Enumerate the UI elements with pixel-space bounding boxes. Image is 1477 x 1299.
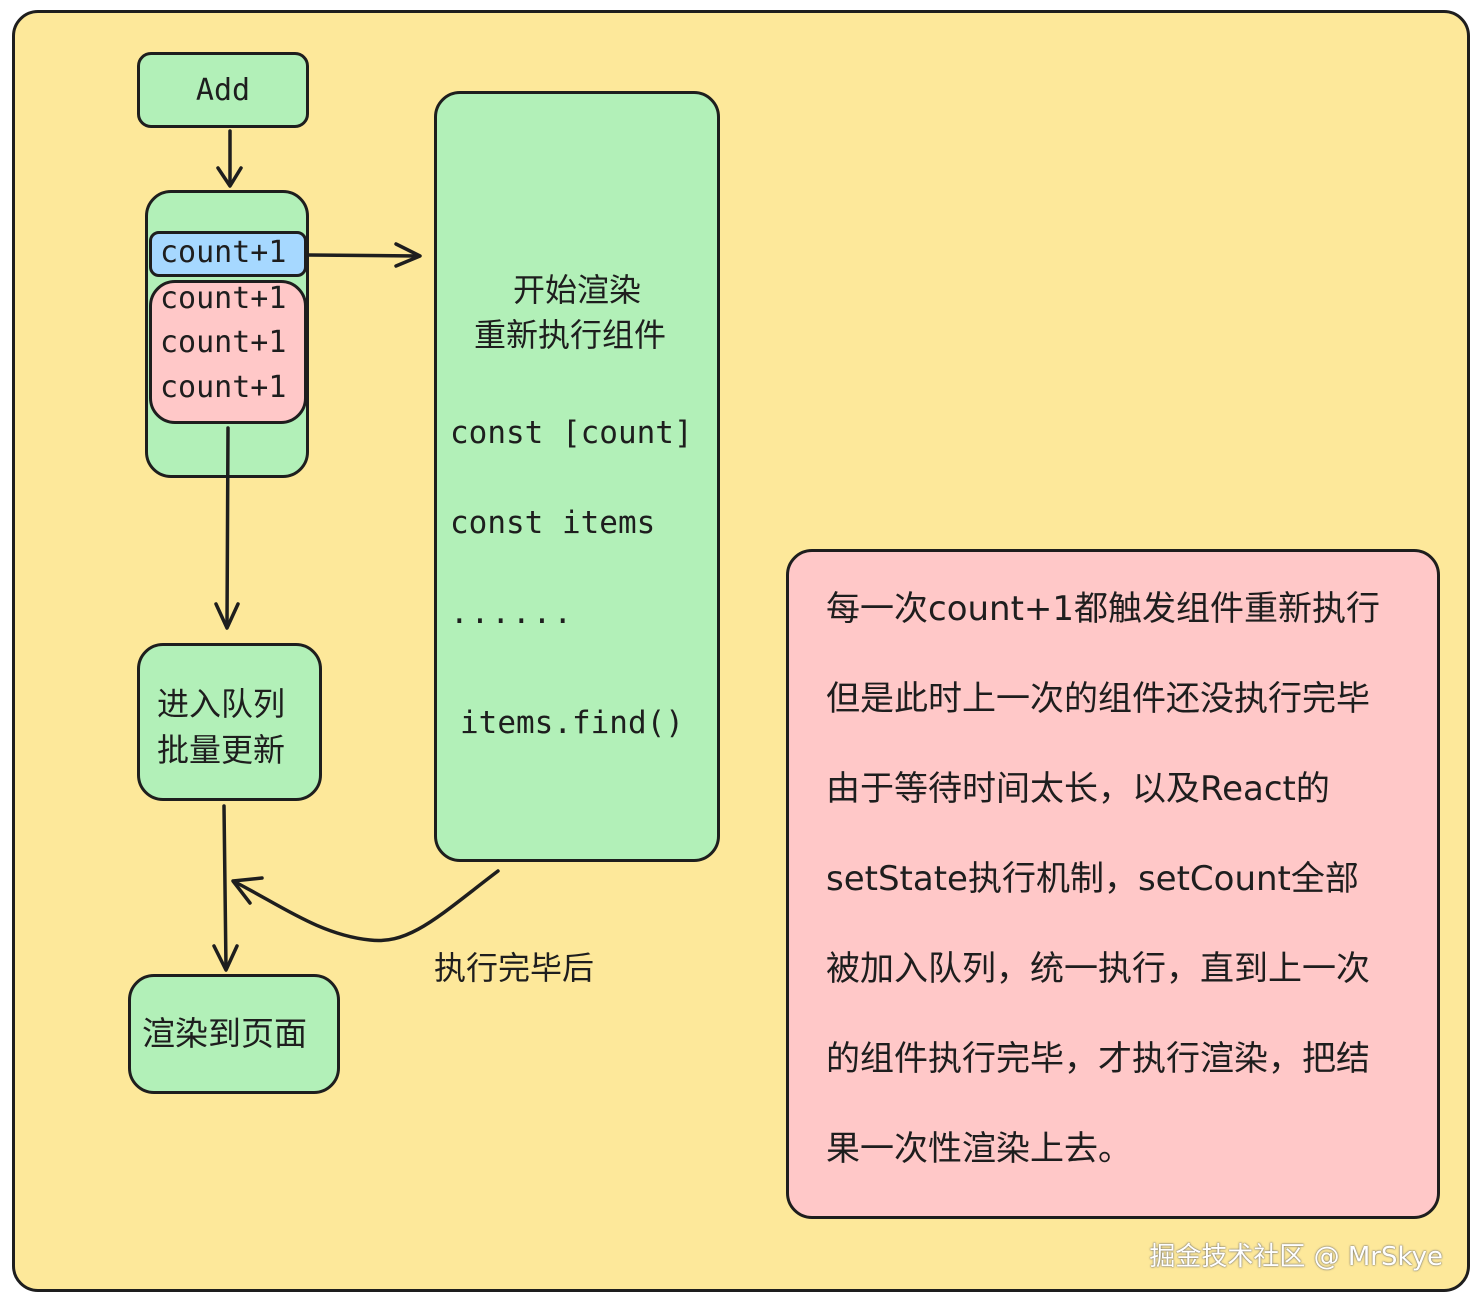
render-page-label: 渲染到页面 [142,1014,307,1053]
render-box [434,91,720,862]
add-button[interactable]: Add [137,52,309,128]
count-item-1: count+1 [160,235,287,270]
count-item-3: count+1 [160,325,287,360]
note-line-4: setState执行机制，setCount全部 [826,859,1359,899]
count-item-highlighted [149,231,307,277]
count-item-2: count+1 [160,281,287,316]
note-line-3: 由于等待时间太长，以及React的 [826,769,1330,809]
watermark: 掘金技术社区 @ MrSkye [1149,1242,1443,1272]
render-code-line3: items.find() [460,705,684,741]
render-code-ellipsis: ...... [450,595,574,631]
queue-line2: 批量更新 [157,731,286,769]
note-line-1: 每一次count+1都触发组件重新执行 [826,589,1381,629]
render-code-line1: const [count] [450,415,693,451]
add-button-label: Add [195,72,251,108]
note-line-5: 被加入队列，统一执行，直到上一次 [826,949,1370,989]
queue-line1: 进入队列 [157,685,286,723]
note-line-7: 果一次性渲染上去。 [826,1129,1132,1169]
render-code-line2: const items [450,505,656,541]
queue-box [137,643,322,801]
count-items-queued [149,280,307,424]
after-execution-label: 执行完毕后 [434,949,595,987]
render-title-line2: 重新执行组件 [474,316,667,354]
render-title-line1: 开始渲染 [513,271,642,309]
note-line-2: 但是此时上一次的组件还没执行完毕 [826,679,1370,719]
render-page-box [128,974,340,1094]
note-line-6: 的组件执行完毕，才执行渲染，把结 [826,1039,1370,1079]
explanation-note [786,549,1440,1219]
count-item-4: count+1 [160,370,287,405]
